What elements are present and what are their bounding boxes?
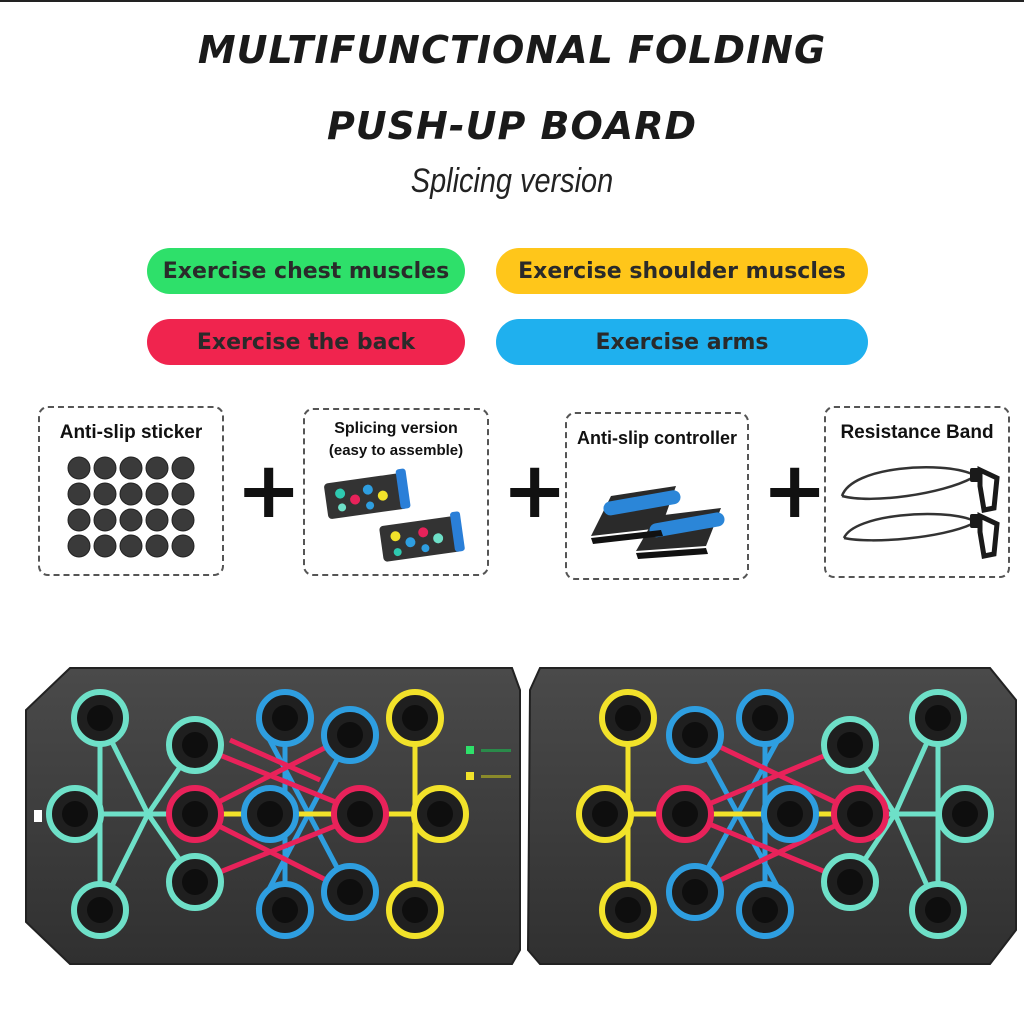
accessory-card-controller: Anti-slip controller xyxy=(565,412,749,580)
accessory-card-splicing: Splicing version (easy to assemble) xyxy=(303,408,489,576)
legend-pill-back: Exercise the back xyxy=(147,319,465,365)
pushup-board-illustration xyxy=(25,667,1017,965)
accessory-card-band: Resistance Band xyxy=(824,406,1010,578)
resistance-band-icon xyxy=(840,466,1000,559)
page-title-line1: MULTIFUNCTIONAL FOLDING xyxy=(197,28,827,72)
page-title-line2: PUSH-UP BOARD xyxy=(326,104,698,148)
board-left xyxy=(25,667,544,965)
pushup-handle-icon xyxy=(591,486,725,559)
accessory-label-splicing-line1: Splicing version xyxy=(334,420,458,437)
legend-pill-shoulder: Exercise shoulder muscles xyxy=(496,248,868,294)
accessory-label-sticker: Anti-slip sticker xyxy=(59,422,203,443)
splicing-board-icon xyxy=(324,468,465,562)
plus-sign-3: + xyxy=(762,446,828,536)
accessory-card-sticker: Anti-slip sticker xyxy=(38,406,224,576)
accessory-label-controller: Anti-slip controller xyxy=(576,428,737,448)
accessory-label-splicing-line2: (easy to assemble) xyxy=(328,442,464,459)
legend-pill-chest: Exercise chest muscles xyxy=(147,248,465,294)
board-right xyxy=(526,667,1017,965)
legend-pill-arms-label: Exercise arms xyxy=(595,329,769,355)
page-subtitle: Splicing version xyxy=(410,162,614,200)
legend-pill-shoulder-label: Exercise shoulder muscles xyxy=(518,258,846,284)
sticker-pads-icon xyxy=(67,456,195,558)
accessory-label-band: Resistance Band xyxy=(840,422,994,443)
legend-pill-arms: Exercise arms xyxy=(496,319,868,365)
legend-pill-chest-label: Exercise chest muscles xyxy=(162,258,450,284)
plus-sign-1: + xyxy=(236,446,302,536)
legend-pill-back-label: Exercise the back xyxy=(196,329,416,355)
plus-sign-2: + xyxy=(502,446,568,536)
top-divider xyxy=(0,0,1024,2)
